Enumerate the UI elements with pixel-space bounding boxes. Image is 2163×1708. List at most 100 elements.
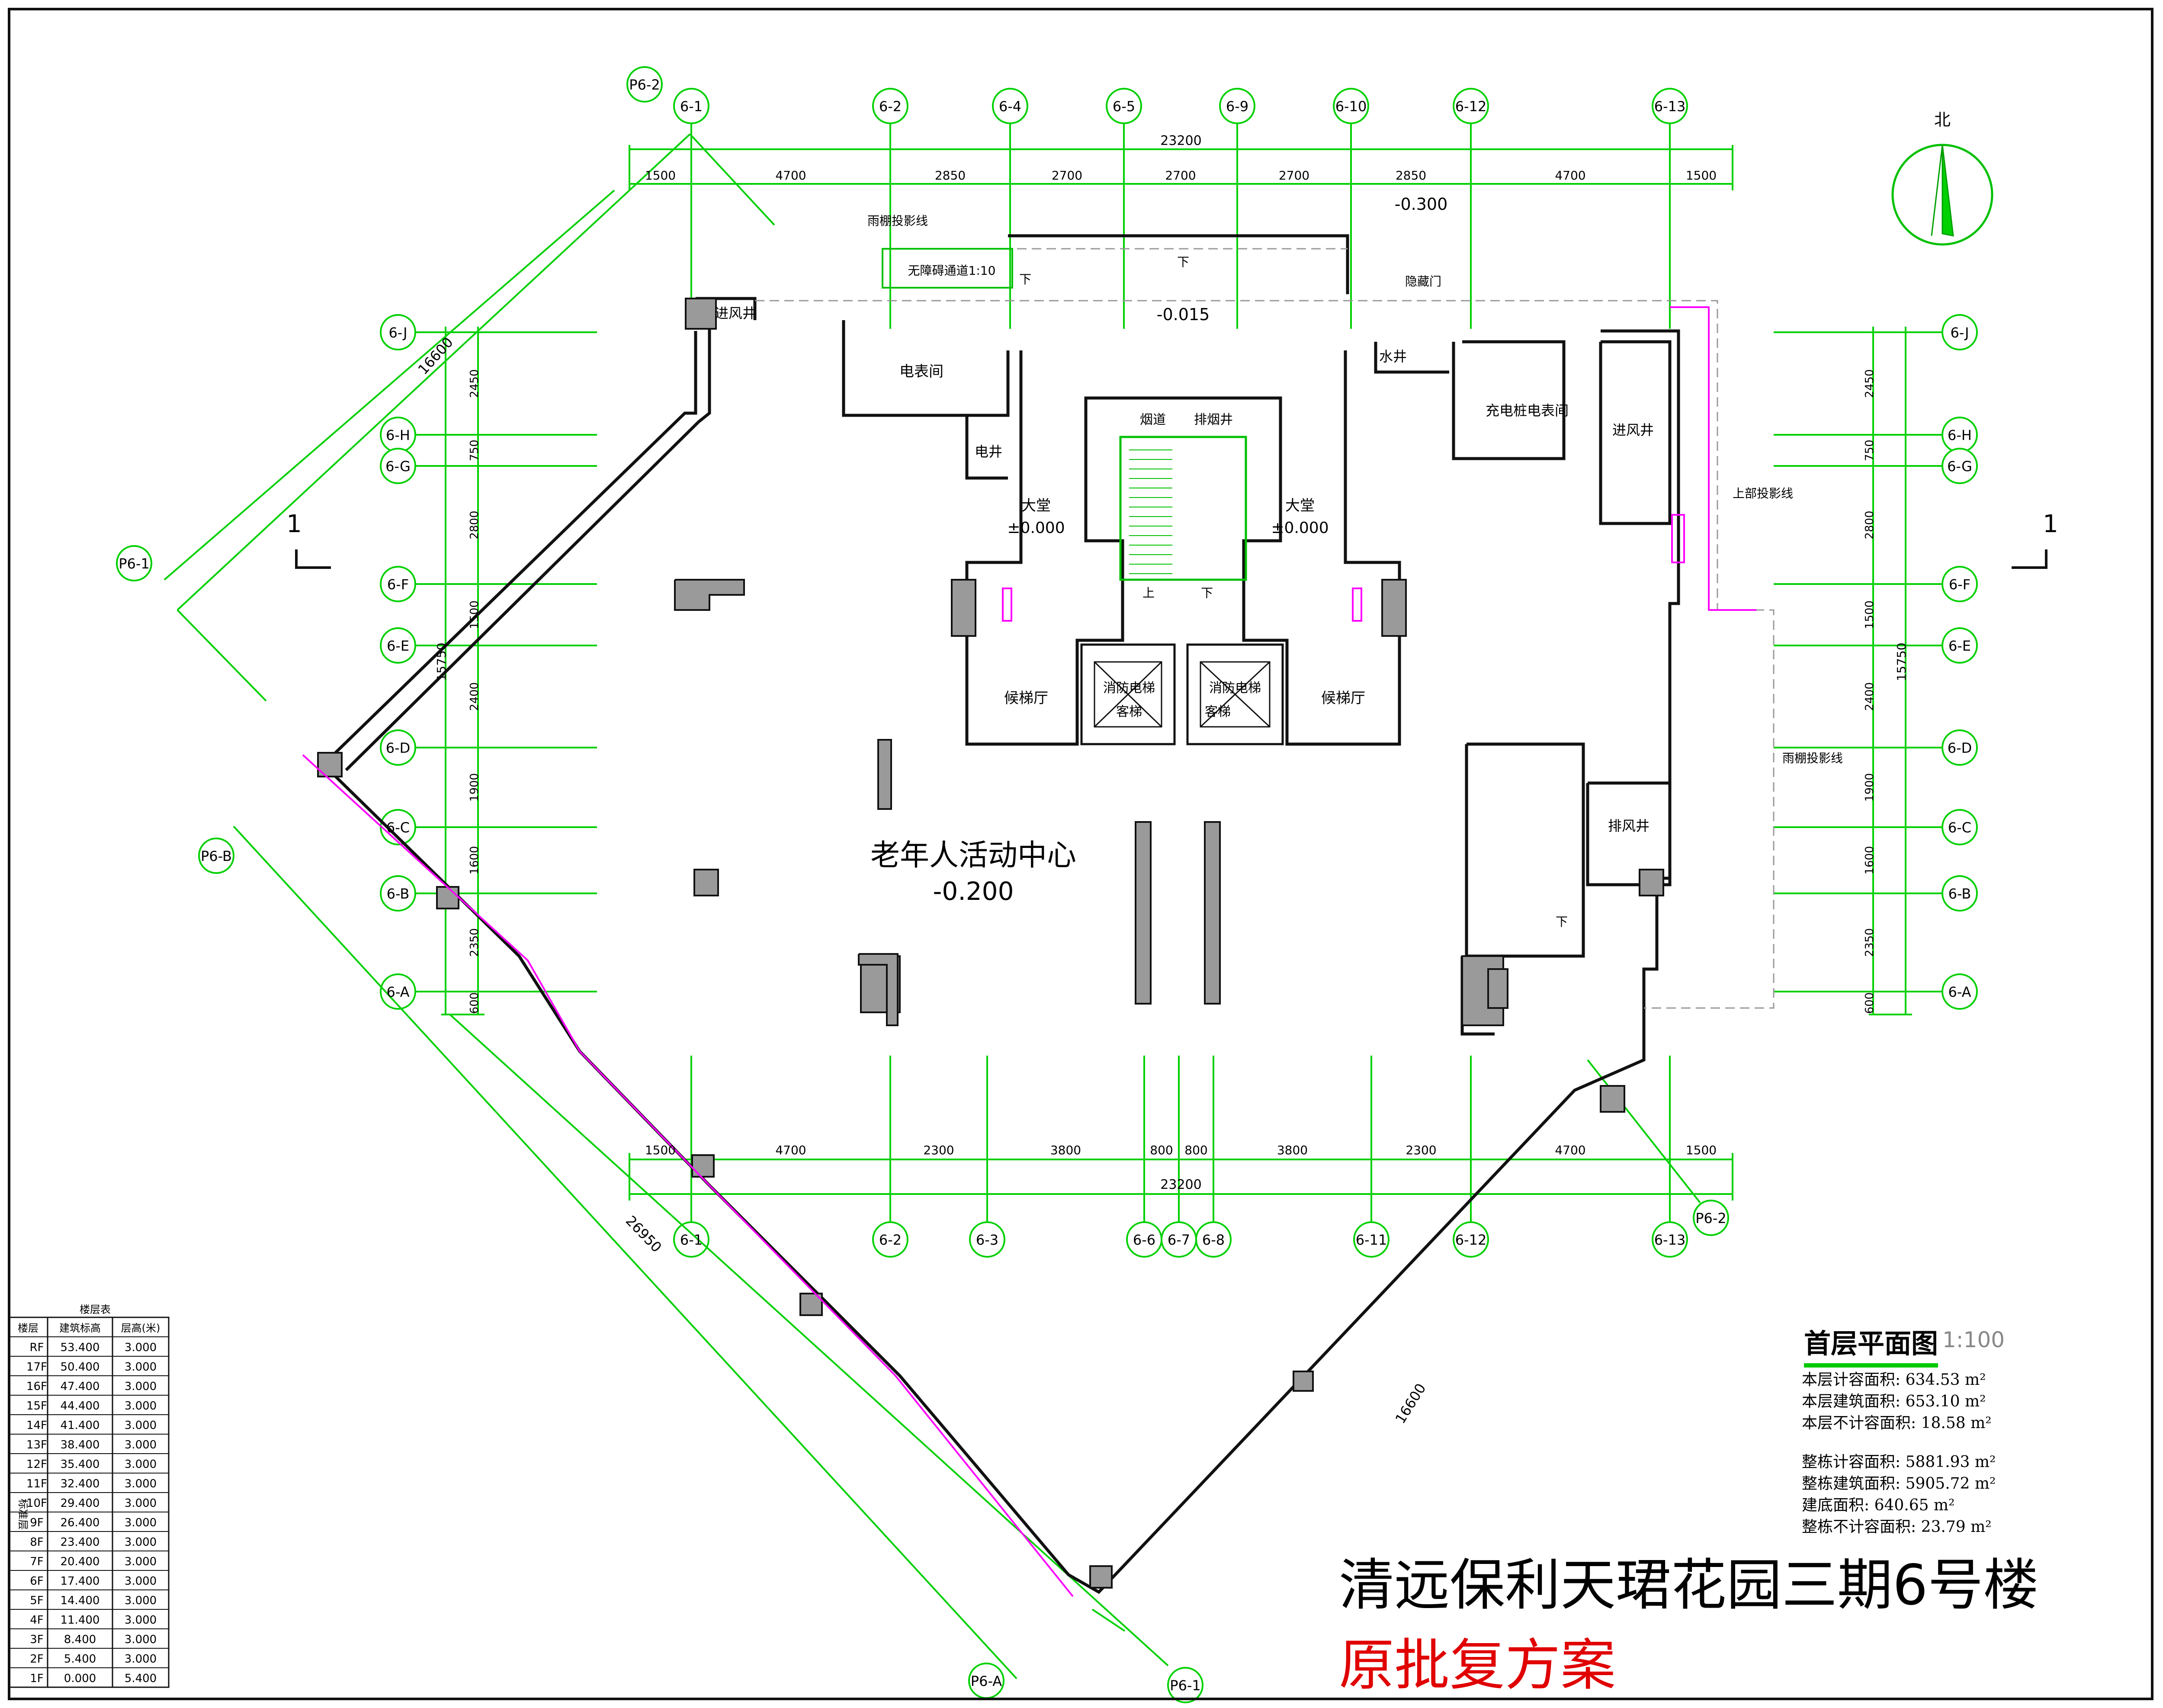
electric-room-wall <box>842 320 1010 417</box>
exhaust-shaft <box>1586 781 1672 886</box>
axis-left-6-F-label: 6-F <box>387 576 409 593</box>
project-status: 原批复方案 <box>1339 1633 1616 1698</box>
drawing-frame <box>8 8 2153 1700</box>
dim-bottom: 800 <box>1150 1143 1173 1157</box>
core-right <box>1242 350 1401 746</box>
area-summary: 本层计容面积: 634.53 m² 本层建筑面积: 653.10 m² 本层不计… <box>1802 1367 1996 1536</box>
column <box>436 886 459 909</box>
dim-right: 2400 <box>1863 682 1876 711</box>
floor-table-cell: 3.000 <box>125 1614 157 1627</box>
axis-top-6-13-bubble <box>1652 88 1688 124</box>
core-left <box>965 350 1124 746</box>
area-row: 整栋建筑面积: 5905.72 m² <box>1802 1475 1996 1493</box>
column <box>951 579 976 637</box>
elevator-car-2 <box>1200 661 1271 728</box>
level-top: -0.300 <box>1395 195 1448 214</box>
axis-bottom-6-1-label: 6-1 <box>680 1232 703 1248</box>
dim-top: 2850 <box>1396 168 1426 183</box>
plan-scale: 1:100 <box>1942 1327 2005 1352</box>
axis-bottom-6-13-bubble <box>1652 1221 1688 1258</box>
axis-right-6-J-bubble <box>1942 314 1978 350</box>
level-lobby-right: ±0.000 <box>1271 519 1329 537</box>
axis-right-6-D-bubble <box>1942 729 1978 766</box>
axis-bottom-6-8-bubble <box>1195 1221 1232 1258</box>
floor-table-cell: 50.400 <box>61 1361 100 1374</box>
dim-left: 2400 <box>468 682 481 711</box>
label-down: 下 <box>1019 272 1031 286</box>
floor-table-title: 楼层表 <box>80 1303 111 1316</box>
axis-right-6-F-label: 6-F <box>1949 576 1970 593</box>
dim-left: 1900 <box>468 773 481 802</box>
north-needle-line <box>1931 144 1943 236</box>
axis-left-6-B-bubble <box>380 875 416 912</box>
project-title: 清远保利天珺花园三期6号楼 <box>1339 1553 2039 1618</box>
intake-shaft-right <box>1599 340 1672 525</box>
floor-table-cell: 14F <box>26 1419 47 1432</box>
label-canopy-right: 雨棚投影线 <box>1782 751 1843 765</box>
north-needle <box>1942 144 1954 237</box>
area-row: 整栋计容面积: 5881.93 m² <box>1802 1453 1996 1471</box>
room-intake-shaft-left: 进风井 <box>715 305 756 321</box>
axis-top-6-4-bubble <box>992 88 1028 124</box>
dim-right: 1600 <box>1863 846 1876 874</box>
axis-top-6-2-bubble <box>872 88 908 124</box>
dim-bottom: 3800 <box>1277 1143 1308 1157</box>
room-exhaust-shaft: 排风井 <box>1608 818 1650 834</box>
column <box>1487 968 1508 1009</box>
column <box>877 739 892 810</box>
floor-table-cell: 16F <box>26 1380 47 1393</box>
floor-table-cell: 47.400 <box>61 1380 100 1393</box>
elevator-car-1 <box>1094 661 1162 728</box>
axis-top-6-1-label: 6-1 <box>680 98 703 115</box>
floor-table-cell: 3.000 <box>125 1633 157 1646</box>
elevator-1 <box>1080 643 1176 745</box>
column-l <box>674 579 745 611</box>
axis-right-6-H-label: 6-H <box>1948 427 1972 443</box>
dim-left: 1500 <box>468 600 481 629</box>
floor-table-cell: 2F <box>30 1653 44 1666</box>
axis-left-6-A-label: 6-A <box>386 984 409 1000</box>
magenta-lines <box>302 306 1756 1597</box>
axis-right-6-C-label: 6-C <box>1948 819 1971 836</box>
floor-table-cell: 3.000 <box>125 1458 157 1471</box>
dim-bottom: 2300 <box>1406 1143 1436 1157</box>
axis-top-6-10-bubble <box>1333 88 1369 124</box>
axis-top-6-2-label: 6-2 <box>879 98 902 115</box>
elevator-x <box>1200 661 1271 728</box>
axis-diag-P6-B-bubble <box>198 838 234 874</box>
charging-room <box>1452 340 1566 460</box>
dim-total-top: 23200 <box>1160 133 1201 148</box>
diag-axis <box>1587 1059 1701 1204</box>
axis-left-6-E-bubble <box>380 627 416 664</box>
axis-bottom-P6-2-label: P6-2 <box>1695 1210 1727 1226</box>
label-upper-projection: 上部投影线 <box>1733 486 1793 501</box>
floor-table-cell: 3.000 <box>125 1555 157 1568</box>
axis-right-6-F-bubble <box>1942 566 1978 602</box>
room-electric-shaft: 电井 <box>975 443 1002 460</box>
axis-left-6-D-label: 6-D <box>386 740 411 756</box>
dim-right: 1900 <box>1863 773 1876 802</box>
axis-left-6-G-bubble <box>380 448 416 484</box>
area-row: 整栋不计容面积: 23.79 m² <box>1802 1518 1992 1536</box>
dim-left: 2800 <box>468 510 481 539</box>
dim-top: 4700 <box>775 168 806 183</box>
floor-table-cell: 11F <box>26 1477 47 1490</box>
axis-top-P6-2-bubble <box>626 66 663 103</box>
axis-right-6-A-label: 6-A <box>1948 984 1971 1000</box>
floor-table-cell: 3.000 <box>125 1419 157 1432</box>
axis-top-6-1-bubble <box>673 88 709 124</box>
room-passenger-elevator-2: 客梯 <box>1205 704 1231 719</box>
column <box>691 1154 715 1178</box>
axis-top-6-4-label: 6-4 <box>999 98 1021 115</box>
level-lobby-left: ±0.000 <box>1007 519 1065 537</box>
axis-bottom-6-3-bubble <box>969 1221 1005 1258</box>
room-elevator-hall-left: 候梯厅 <box>1004 690 1048 707</box>
axis-diag-P6-B-label: P6-B <box>201 848 232 864</box>
axis-right-6-G-bubble <box>1942 448 1978 484</box>
label-ramp: 无障碍通道1:10 <box>908 263 996 278</box>
dim-right: 600 <box>1863 992 1876 1014</box>
axis-bottom-6-2-label: 6-2 <box>879 1232 902 1248</box>
dim-top: 2700 <box>1165 168 1196 183</box>
entry-canopy <box>1008 234 1349 294</box>
